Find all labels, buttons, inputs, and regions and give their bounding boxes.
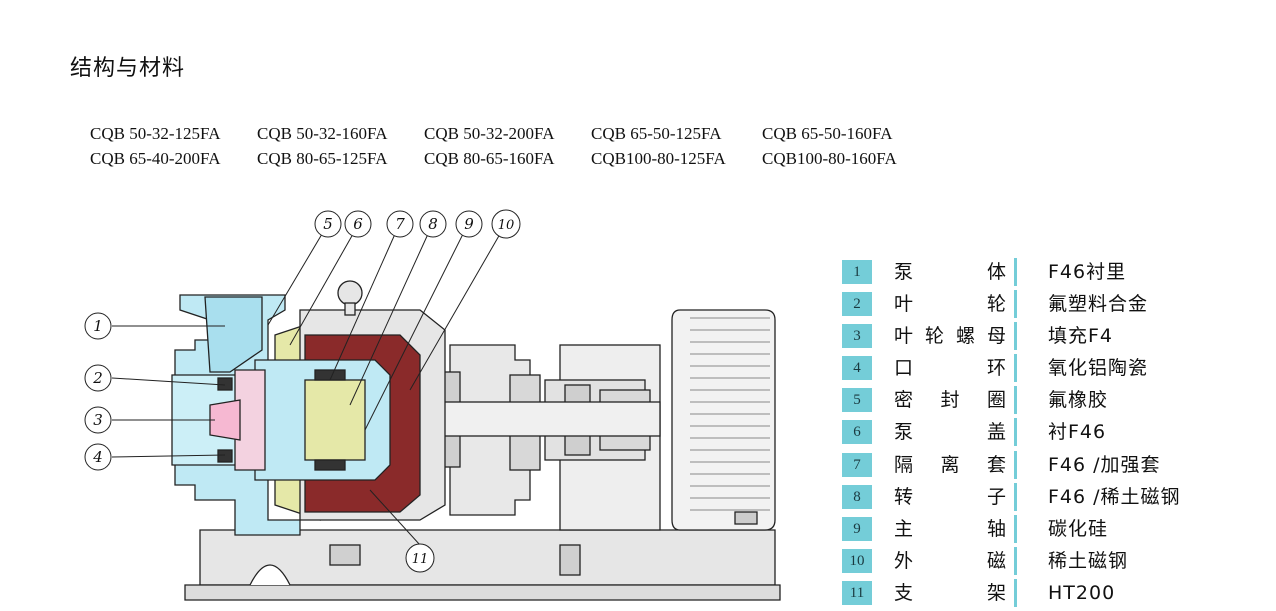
svg-text:11: 11 bbox=[412, 552, 429, 567]
model-code: CQB 80-65-125FA bbox=[257, 149, 388, 168]
part-material: HT200 bbox=[1048, 581, 1116, 604]
part-material: F46 /加强套 bbox=[1048, 453, 1161, 476]
divider bbox=[1014, 450, 1017, 479]
part-number-badge: 3 bbox=[842, 324, 872, 349]
model-row-2: CQB 65-40-200FA CQB 80-65-125FA CQB 80-6… bbox=[90, 146, 922, 171]
part-number-badge: 10 bbox=[842, 548, 872, 573]
page-title: 结构与材料 bbox=[70, 56, 186, 81]
part-name: 隔离套 bbox=[894, 453, 1006, 476]
svg-text:8: 8 bbox=[428, 215, 438, 233]
lifting-eye bbox=[337, 280, 363, 306]
part-material: 氧化铝陶瓷 bbox=[1048, 357, 1149, 380]
svg-text:5: 5 bbox=[323, 215, 333, 233]
part-material: 碳化硅 bbox=[1048, 517, 1109, 540]
divider bbox=[1014, 290, 1017, 319]
model-code: CQB 80-65-160FA bbox=[424, 149, 555, 168]
callout-9: 9 bbox=[455, 210, 483, 238]
divider bbox=[1014, 418, 1017, 447]
part-material: 稀土磁钢 bbox=[1048, 549, 1129, 572]
callout-7: 7 bbox=[386, 210, 414, 238]
callout-11: 11 bbox=[405, 543, 435, 573]
part-number-badge: 9 bbox=[842, 516, 872, 541]
callout-6: 6 bbox=[344, 210, 372, 238]
model-code: CQB 50-32-200FA bbox=[424, 124, 555, 143]
callout-4: 4 bbox=[84, 443, 112, 471]
callout-10: 10 bbox=[491, 209, 521, 239]
model-code: CQB100-80-160FA bbox=[762, 149, 897, 168]
part-name: 密封圈 bbox=[894, 389, 1006, 412]
part-number-badge: 1 bbox=[842, 260, 872, 284]
model-code: CQB100-80-125FA bbox=[591, 149, 726, 168]
part-name: 外磁 bbox=[894, 549, 1006, 572]
model-code: CQB 65-50-160FA bbox=[762, 124, 893, 143]
part-name: 口环 bbox=[894, 357, 1006, 380]
model-code: CQB 65-40-200FA bbox=[90, 149, 221, 168]
svg-text:1: 1 bbox=[93, 317, 103, 335]
callout-2: 2 bbox=[84, 364, 112, 392]
svg-text:3: 3 bbox=[93, 411, 103, 429]
model-code: CQB 65-50-125FA bbox=[591, 124, 722, 143]
part-name: 泵体 bbox=[894, 261, 1006, 283]
part-material: 填充F4 bbox=[1048, 325, 1114, 348]
mouth-ring bbox=[217, 377, 233, 391]
part-material: F46衬里 bbox=[1048, 261, 1127, 283]
part-name: 叶轮 bbox=[894, 293, 1006, 316]
part-number-badge: 7 bbox=[842, 452, 872, 477]
svg-text:7: 7 bbox=[395, 215, 405, 233]
impeller-nut bbox=[209, 399, 241, 441]
part-material: F46 /稀土磁钢 bbox=[1048, 485, 1181, 508]
part-number-badge: 8 bbox=[842, 484, 872, 509]
part-name: 叶轮螺母 bbox=[894, 325, 1006, 348]
part-material: 氟塑料合金 bbox=[1048, 293, 1149, 316]
svg-text:10: 10 bbox=[498, 218, 515, 233]
part-name: 主轴 bbox=[894, 517, 1006, 540]
divider bbox=[1014, 482, 1017, 511]
svg-text:6: 6 bbox=[353, 215, 363, 233]
model-code: CQB 50-32-160FA bbox=[257, 124, 388, 143]
part-name: 泵盖 bbox=[894, 421, 1006, 444]
divider bbox=[1014, 578, 1017, 607]
part-name: 支架 bbox=[894, 581, 1006, 604]
svg-text:4: 4 bbox=[92, 448, 103, 466]
part-number-badge: 4 bbox=[842, 356, 872, 381]
part-material: 衬F46 bbox=[1048, 421, 1107, 444]
model-list: CQB 50-32-125FA CQB 50-32-160FA CQB 50-3… bbox=[90, 121, 922, 171]
callout-5: 5 bbox=[314, 210, 342, 238]
svg-text:2: 2 bbox=[92, 369, 103, 387]
pump-cross-section-diagram: 1 2 3 4 5 6 7 8 9 10 11 bbox=[84, 209, 781, 601]
leader-lines bbox=[111, 233, 501, 546]
part-number-badge: 11 bbox=[842, 580, 872, 605]
divider bbox=[1014, 546, 1017, 575]
part-name: 转子 bbox=[894, 485, 1006, 508]
base-frame bbox=[184, 529, 781, 601]
divider bbox=[1014, 354, 1017, 383]
part-material: 氟橡胶 bbox=[1048, 389, 1109, 412]
divider bbox=[1014, 322, 1017, 351]
callout-8: 8 bbox=[419, 210, 447, 238]
divider bbox=[1014, 514, 1017, 543]
part-number-badge: 6 bbox=[842, 420, 872, 445]
model-code: CQB 50-32-125FA bbox=[90, 124, 221, 143]
part-number-badge: 5 bbox=[842, 388, 872, 413]
part-number-badge: 2 bbox=[842, 292, 872, 317]
callout-1: 1 bbox=[84, 312, 112, 340]
callout-3: 3 bbox=[84, 406, 112, 434]
svg-text:9: 9 bbox=[464, 215, 474, 233]
model-row-1: CQB 50-32-125FA CQB 50-32-160FA CQB 50-3… bbox=[90, 121, 922, 146]
divider bbox=[1014, 386, 1017, 415]
divider bbox=[1014, 258, 1017, 286]
